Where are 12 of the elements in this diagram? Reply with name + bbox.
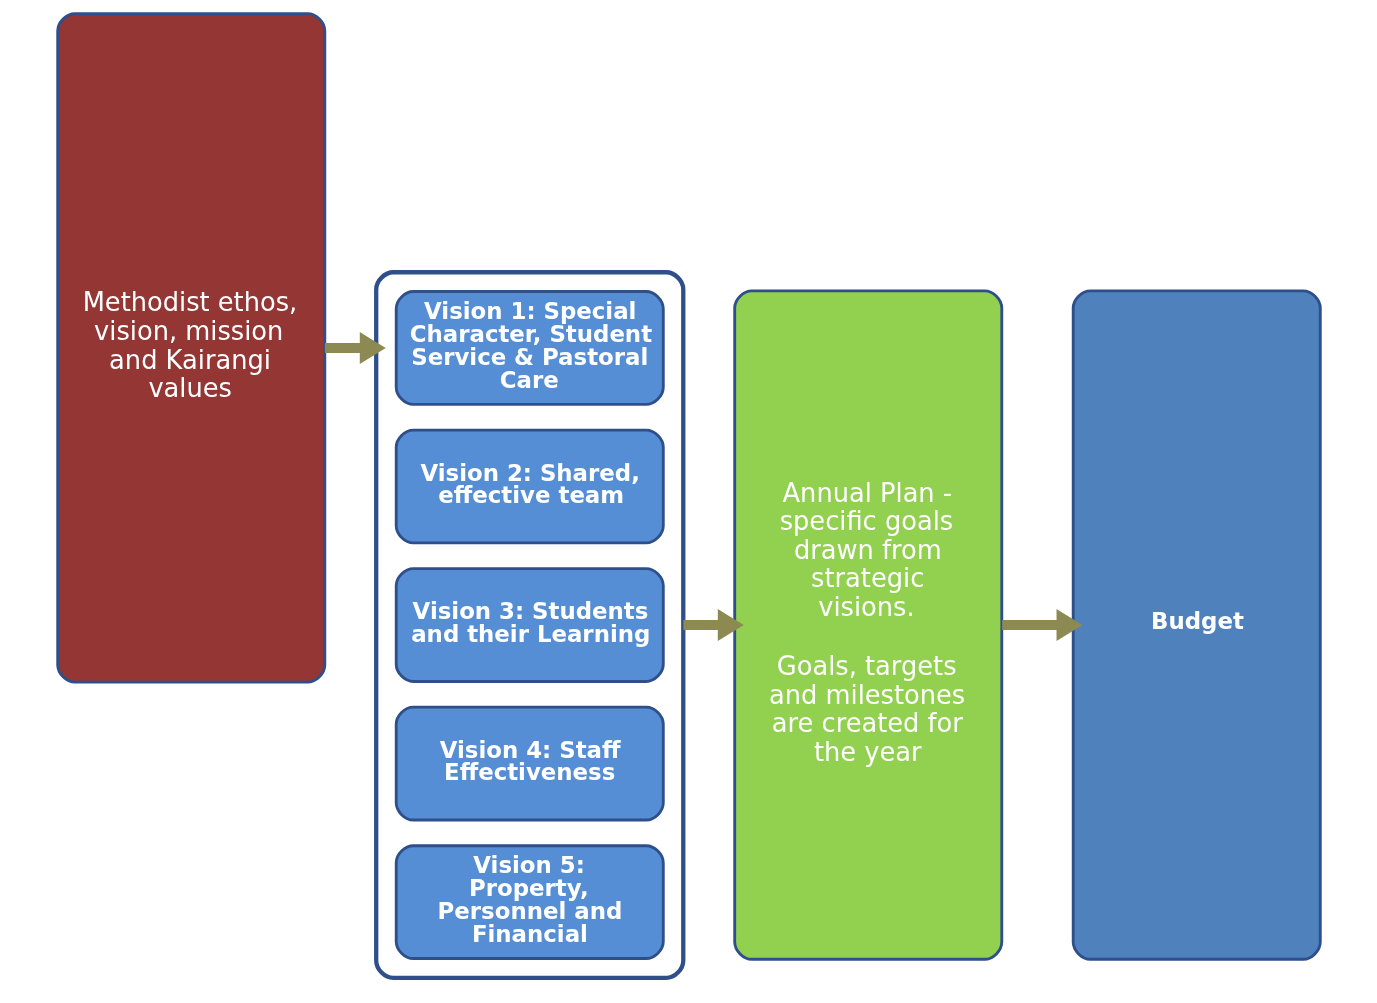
- node-box: Vision 2: Shared, effective team: [394, 428, 665, 545]
- node-box: Vision 1: Special Character, Student Service & Pastoral Care: [394, 290, 665, 406]
- arrow: [682, 609, 744, 641]
- node-box: Vision 4: Staff Effectiveness: [394, 705, 665, 822]
- arrow: [324, 332, 386, 364]
- arrow: [1001, 609, 1083, 641]
- node-box: Methodist ethos, vision, mission and Kairangi values: [55, 12, 326, 684]
- cluster: [373, 270, 685, 980]
- node-box: Vision 3: Students and their Learning: [394, 567, 665, 683]
- node-box: Vision 5: Property, Personnel and Financial: [394, 844, 665, 960]
- node-box: Budget: [1071, 289, 1322, 961]
- node-box: Annual Plan - specific goals drawn from strategic visions. Goals, targets and milestones are created for the year: [732, 289, 1003, 961]
